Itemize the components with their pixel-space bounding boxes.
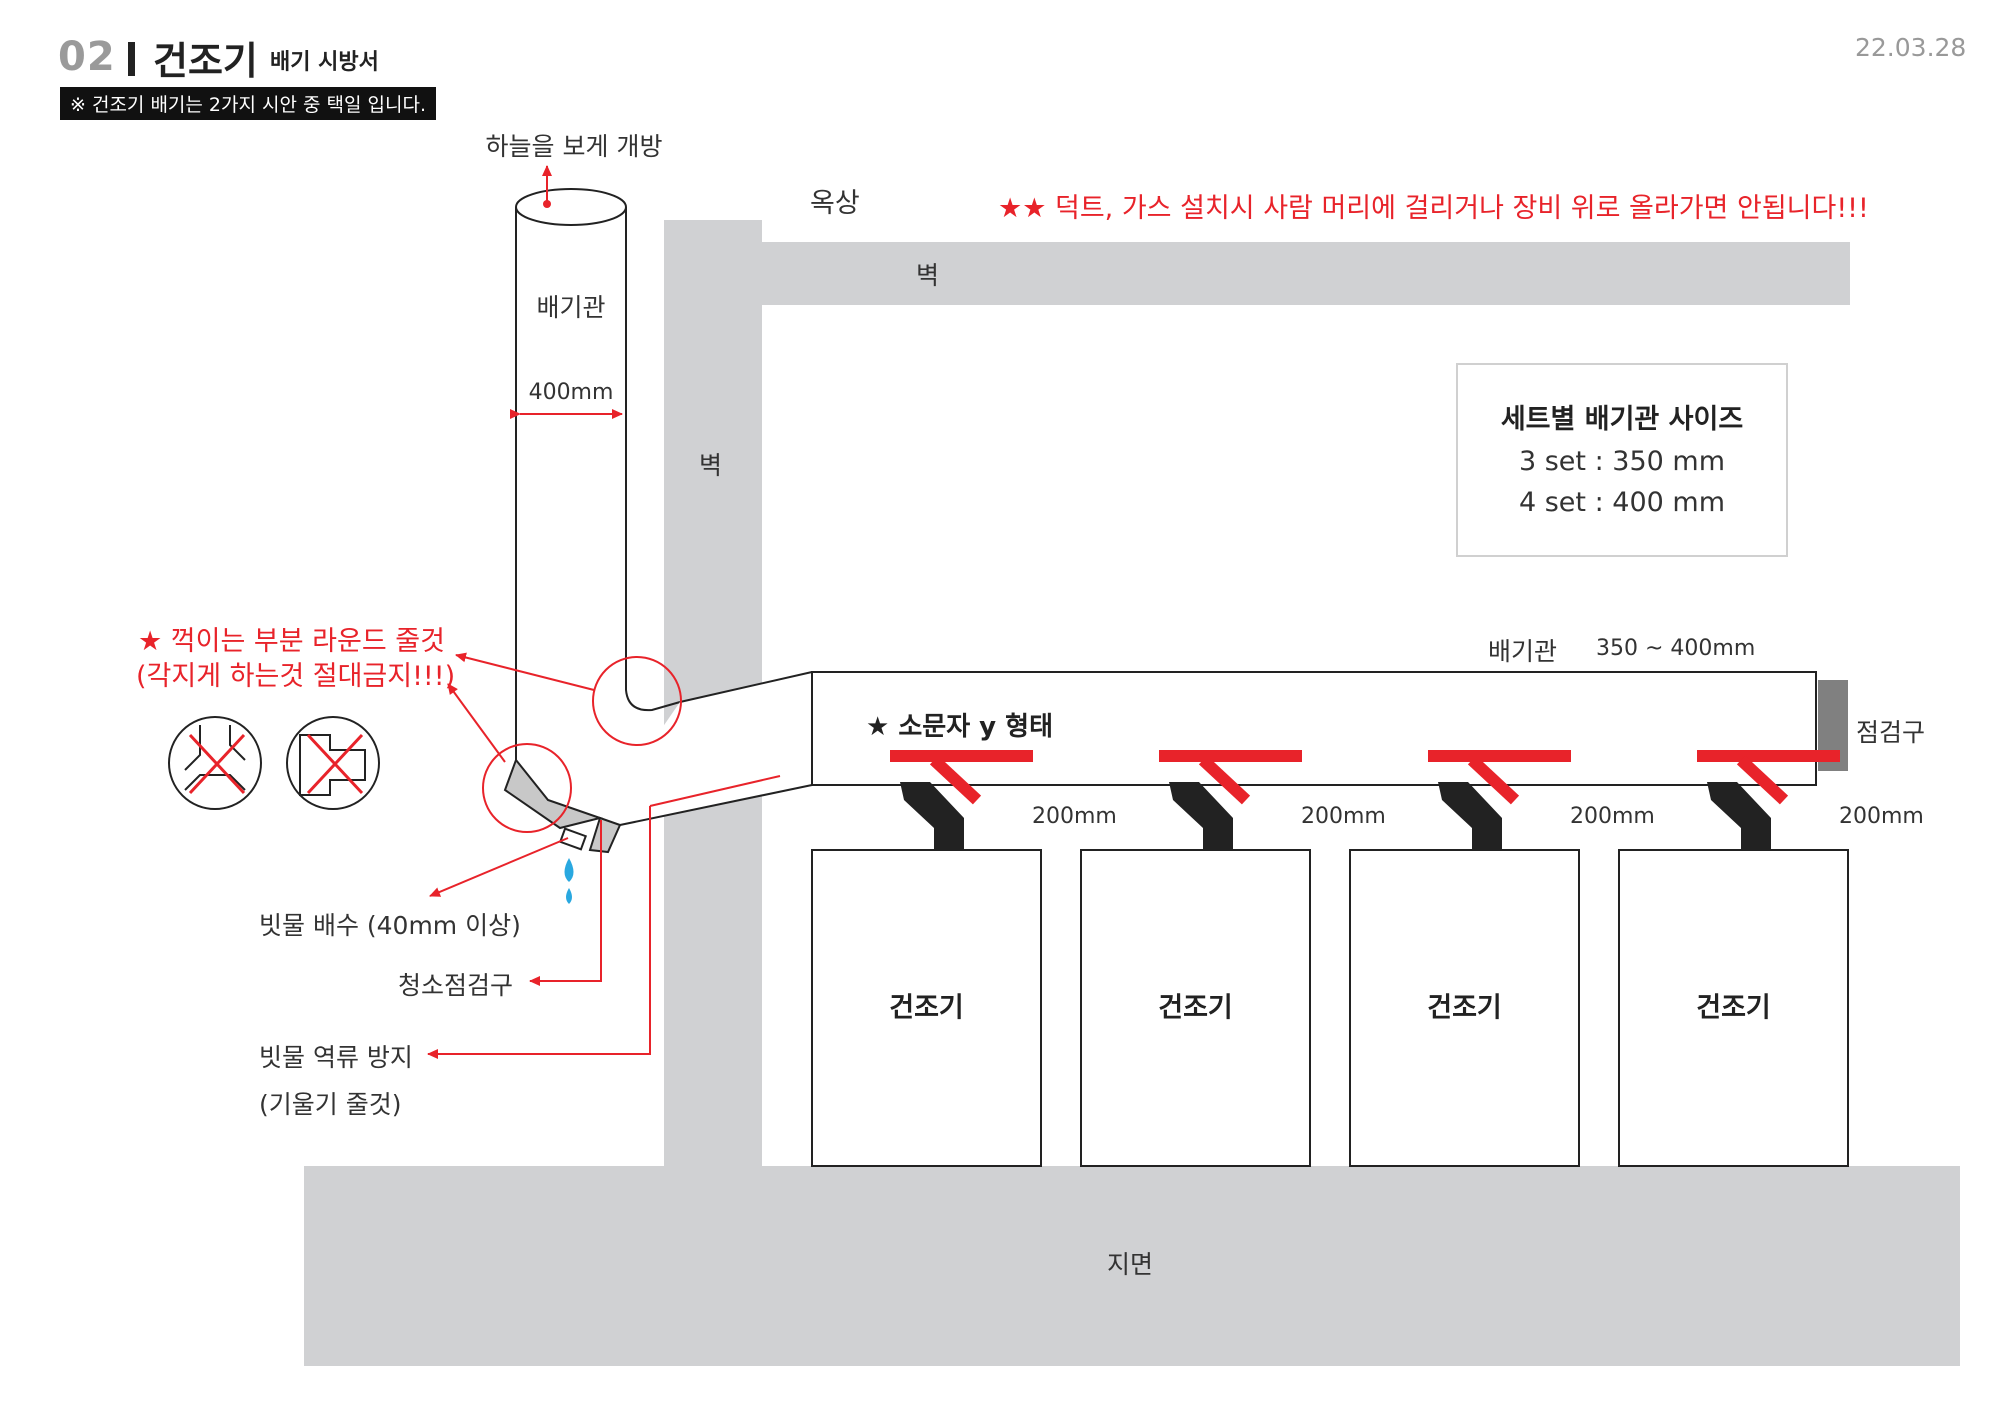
branch-duct <box>1438 782 1502 850</box>
y-connector-bar <box>1697 750 1840 762</box>
ground <box>304 1166 1960 1366</box>
y-connector-bar <box>890 750 1033 762</box>
no-sharp-angle-note: (각지게 하는것 절대금지!!!) <box>136 661 456 692</box>
branch-size-label: 200mm <box>1839 804 1924 829</box>
branch-size-label: 200mm <box>1032 804 1117 829</box>
pipe-size-4set: 4 set : 400 mm <box>1518 487 1725 518</box>
rooftop-label: 옥상 <box>810 188 860 219</box>
wall-horizontal <box>762 242 1850 305</box>
y-connector-stem <box>929 755 982 805</box>
water-drop-icon <box>564 858 574 904</box>
wall-side-label: 벽 <box>699 451 723 480</box>
sloped-connector <box>600 671 813 826</box>
branch-duct <box>900 782 964 850</box>
vertical-pipe-label: 배기관 <box>536 293 606 322</box>
backflow-label: 빗물 역류 방지 <box>259 1043 413 1072</box>
dryer-label: 건조기 <box>1158 992 1233 1024</box>
page-subtitle: 배기 시방서 <box>270 50 379 75</box>
document-date: 22.03.28 <box>1855 33 1967 62</box>
header-note: ※ 건조기 배기는 2가지 시안 중 택일 입니다. <box>60 87 437 120</box>
branch-duct <box>1169 782 1233 850</box>
dryer-box <box>1349 849 1580 1167</box>
vertical-pipe-size: 400mm <box>528 380 614 405</box>
warning-text: ★★ 덕트, 가스 설치시 사람 머리에 걸리거나 장비 위로 올라가면 안됩니… <box>998 193 1869 224</box>
dryer-box <box>1618 849 1849 1167</box>
rain-drain-label: 빗물 배수 (40mm 이상) <box>259 911 521 940</box>
horizontal-pipe-label: 배기관 <box>1488 637 1558 666</box>
page-title: 건조기 <box>153 39 258 83</box>
ground-label: 지면 <box>1106 1250 1154 1279</box>
bend-circle-lower <box>482 743 572 833</box>
dryer-label: 건조기 <box>889 992 964 1024</box>
elbow-bottom <box>503 757 622 854</box>
horizontal-pipe-size: 350 ~ 400mm <box>1596 636 1756 661</box>
dryer-box <box>811 849 1042 1167</box>
branch-size-label: 200mm <box>1301 804 1386 829</box>
slope-note: (기울기 줄것) <box>259 1090 402 1119</box>
pipe-size-table: 세트별 배기관 사이즈 3 set : 350 mm 4 set : 400 m… <box>1456 363 1788 557</box>
y-connector-bar <box>1159 750 1302 762</box>
dryer-label: 건조기 <box>1427 992 1502 1024</box>
dryer-box <box>1080 849 1311 1167</box>
prohibited-elbow-icon <box>286 716 380 810</box>
sky-open-label: 하늘을 보게 개방 <box>485 132 663 161</box>
page-number: 02 <box>58 34 116 80</box>
round-bend-note: ★ 꺽이는 부분 라운드 줄것 <box>138 626 445 657</box>
cleaning-port-label: 청소점검구 <box>398 971 514 1000</box>
title-divider <box>128 42 135 76</box>
bend-circle-upper <box>592 656 682 746</box>
branch-duct <box>1707 782 1771 850</box>
dryer-label: 건조기 <box>1696 992 1771 1024</box>
y-connector-stem <box>1198 755 1251 805</box>
inspection-port-label: 점검구 <box>1856 718 1926 747</box>
y-connector-stem <box>1736 755 1789 805</box>
branch-size-label: 200mm <box>1570 804 1655 829</box>
vertical-exhaust-pipe <box>515 188 681 818</box>
horizontal-exhaust-duct <box>811 671 1817 786</box>
prohibited-tee-icon <box>168 716 262 810</box>
y-connector-stem <box>1467 755 1520 805</box>
pipe-size-3set: 3 set : 350 mm <box>1518 446 1725 477</box>
y-shape-note: ★ 소문자 y 형태 <box>866 712 1054 742</box>
wall-top-label: 벽 <box>916 261 940 290</box>
pipe-size-title: 세트별 배기관 사이즈 <box>1500 404 1744 435</box>
y-connector-bar <box>1428 750 1571 762</box>
